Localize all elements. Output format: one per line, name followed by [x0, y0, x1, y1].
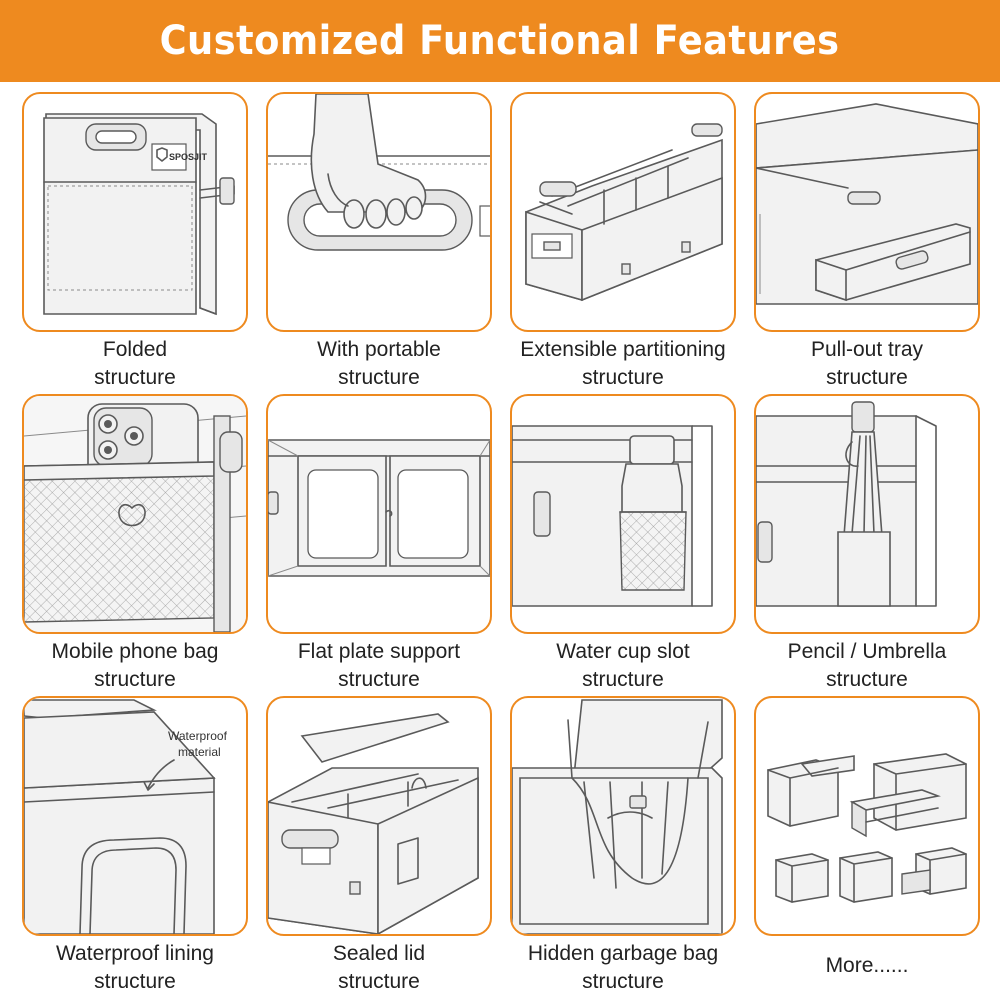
illustration-pullout-drawer	[754, 92, 980, 332]
page-title: Customized Functional Features	[160, 18, 840, 64]
annotation-label: Waterproof	[168, 729, 228, 743]
feature-caption: More......	[825, 954, 909, 977]
feature-card-more: More......	[754, 696, 980, 998]
illustration-flat-plate	[266, 394, 492, 634]
annotation-label: material	[178, 745, 221, 759]
illustration-sealed-lid	[266, 696, 492, 936]
illustration-portable-handle	[266, 92, 492, 332]
illustration-umbrella-holder	[754, 394, 980, 634]
illustration-waterproof-lining: Waterproof material	[22, 696, 248, 936]
illustration-water-cup-slot	[510, 394, 736, 634]
illustration-folded-box: SPOSJIT	[22, 92, 248, 332]
illustration-hidden-garbage-bag	[510, 696, 736, 936]
illustration-partitioned-organizer	[510, 92, 736, 332]
illustration-phone-pocket	[22, 394, 248, 634]
illustration-more-boxes	[754, 696, 980, 936]
brand-logo-text: SPOSJIT	[169, 152, 208, 162]
header-banner: Customized Functional Features	[0, 0, 1000, 82]
